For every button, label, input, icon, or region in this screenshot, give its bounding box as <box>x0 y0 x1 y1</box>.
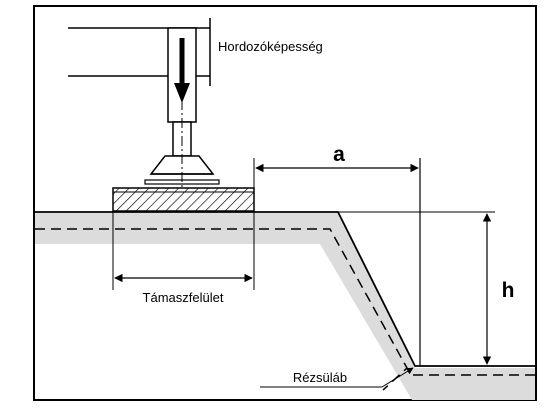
distance-a-label: a <box>333 143 345 166</box>
diagram-frame <box>34 6 536 400</box>
height-h-label: h <box>502 279 515 302</box>
load-capacity-label: Hordozóképesség <box>218 39 323 54</box>
support-pad <box>113 188 254 211</box>
ground-band <box>35 212 535 400</box>
slope-foot-label: Rézsüláb <box>293 370 347 385</box>
support-surface-label: Támaszfelület <box>143 290 224 305</box>
